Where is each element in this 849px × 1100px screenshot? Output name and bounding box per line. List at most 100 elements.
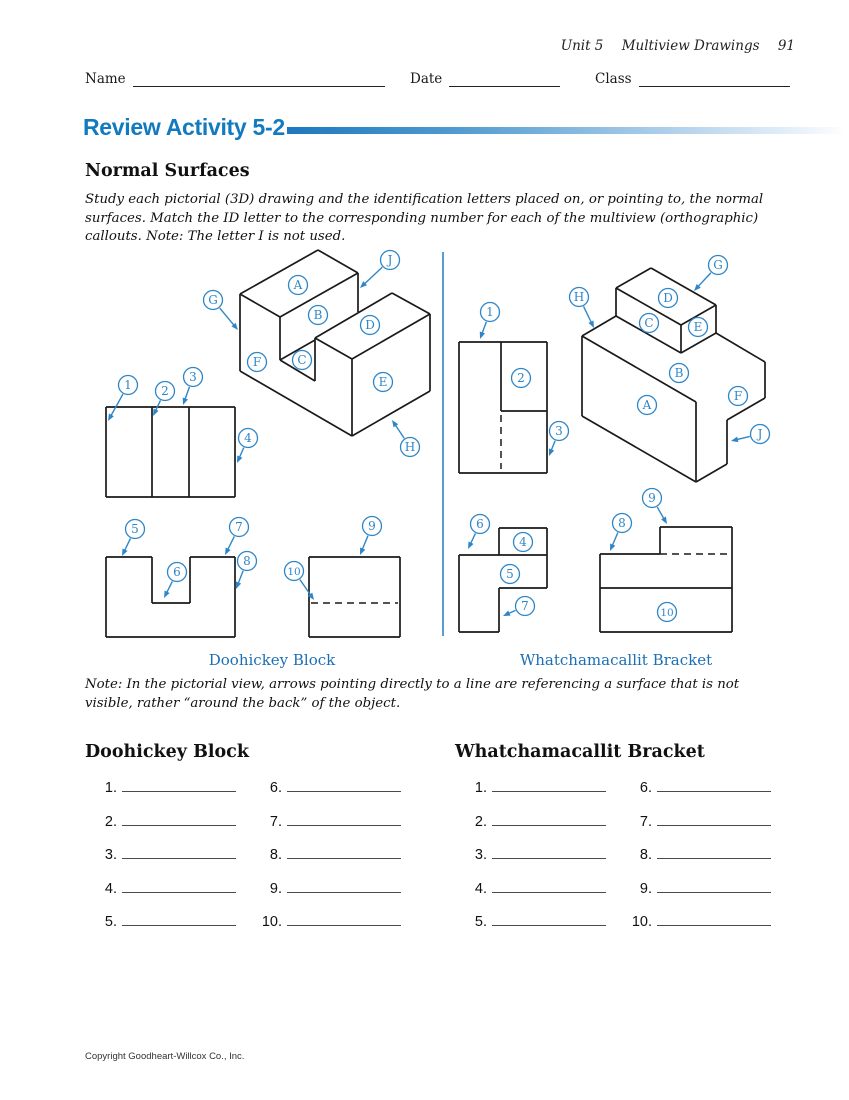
callout-label-10: 10 bbox=[660, 607, 673, 619]
callout-label-10: 10 bbox=[287, 566, 300, 578]
answer-blank-line bbox=[122, 776, 236, 792]
callout-label-A: A bbox=[642, 398, 652, 412]
note-text: Note: In the pictorial view, arrows poin… bbox=[85, 677, 740, 711]
callout-arrow bbox=[361, 535, 369, 551]
callout-label-5: 5 bbox=[506, 567, 514, 581]
figure-edge bbox=[314, 292, 393, 339]
callout-arrowhead bbox=[231, 322, 238, 330]
callout-arrowhead bbox=[164, 590, 170, 598]
answer-row: 1. bbox=[455, 776, 606, 796]
callout-arrowhead bbox=[307, 592, 314, 600]
answer-row: 7. bbox=[620, 810, 771, 830]
answer-row: 4. bbox=[85, 877, 236, 897]
answer-number: 6. bbox=[269, 780, 282, 796]
callout-circle-3 bbox=[182, 366, 204, 388]
answer-blank-line bbox=[122, 910, 236, 926]
callout-circle-1 bbox=[479, 301, 501, 323]
answer-number: 9. bbox=[639, 880, 652, 897]
figure-edge bbox=[581, 335, 697, 403]
figure-edge bbox=[650, 267, 717, 306]
answer-row: 3. bbox=[85, 843, 236, 863]
figure-edge bbox=[615, 315, 682, 354]
answer-number: 3. bbox=[474, 847, 487, 863]
callout-arrowhead bbox=[108, 413, 114, 421]
callout-label-D: D bbox=[365, 318, 375, 332]
callout-label-D: D bbox=[663, 291, 673, 305]
callout-arrow bbox=[363, 266, 383, 286]
callout-circle-6 bbox=[166, 561, 188, 583]
callout-arrowhead bbox=[153, 408, 159, 416]
callout-circle-C bbox=[291, 349, 313, 371]
figure-edge bbox=[239, 249, 319, 295]
date-label: Date bbox=[410, 71, 443, 87]
answer-row: 6. bbox=[250, 776, 401, 796]
callout-arrow bbox=[238, 447, 245, 459]
callout-label-9: 9 bbox=[368, 519, 376, 533]
answer-row: 10. bbox=[620, 910, 771, 930]
callout-label-3: 3 bbox=[189, 370, 197, 384]
callout-label-4: 4 bbox=[244, 431, 252, 445]
callout-circle-1 bbox=[117, 374, 139, 396]
answer-number: 10. bbox=[261, 914, 282, 930]
callout-arrow bbox=[123, 538, 132, 552]
callout-circle-7 bbox=[228, 516, 250, 538]
answer-row: 10. bbox=[250, 910, 401, 930]
callout-circle-J bbox=[379, 249, 401, 271]
answer-row: 2. bbox=[455, 810, 606, 830]
callout-label-6: 6 bbox=[173, 565, 181, 579]
callout-label-E: E bbox=[379, 375, 388, 389]
callout-arrow bbox=[226, 536, 235, 551]
answer-blank-line bbox=[492, 877, 606, 893]
callout-label-G: G bbox=[208, 293, 218, 307]
answer-blank-line bbox=[287, 910, 401, 926]
figure-edge bbox=[715, 332, 766, 363]
callout-label-7: 7 bbox=[235, 520, 243, 534]
callout-arrow bbox=[656, 506, 666, 521]
callout-circle-3 bbox=[548, 420, 570, 442]
answer-row: 8. bbox=[250, 843, 401, 863]
figure-edge bbox=[695, 463, 728, 483]
callout-label-B: B bbox=[675, 366, 684, 380]
callout-circle-6 bbox=[469, 513, 491, 535]
figure-edge bbox=[615, 287, 682, 326]
answer-number: 1. bbox=[474, 780, 487, 796]
callout-circle-9 bbox=[641, 487, 663, 509]
figure-edge bbox=[581, 415, 697, 483]
figure-edge bbox=[680, 304, 717, 326]
answer-number: 5. bbox=[104, 914, 117, 930]
callout-arrow bbox=[299, 579, 312, 597]
answer-number: 7. bbox=[269, 813, 282, 830]
figure-edge bbox=[351, 390, 431, 437]
callout-label-5: 5 bbox=[131, 522, 139, 536]
instructions-text: Study each pictorial (3D) drawing and th… bbox=[85, 192, 764, 244]
class-blank-line bbox=[638, 71, 790, 87]
callout-arrowhead bbox=[360, 281, 368, 288]
callout-arrow bbox=[481, 321, 488, 335]
answer-blank-line bbox=[492, 910, 606, 926]
answer-blank-line bbox=[657, 810, 771, 826]
callout-circle-F bbox=[246, 351, 268, 373]
callout-arrow bbox=[611, 532, 619, 547]
copyright-line: Copyright Goodheart-Willcox Co., Inc. bbox=[85, 1051, 245, 1062]
figure-edge bbox=[391, 292, 431, 315]
callout-label-J: J bbox=[756, 427, 763, 441]
callout-label-C: C bbox=[644, 316, 653, 330]
callout-label-8: 8 bbox=[618, 516, 626, 530]
callout-circle-J bbox=[749, 423, 771, 445]
callout-label-2: 2 bbox=[517, 371, 525, 385]
callout-arrowhead bbox=[237, 455, 243, 463]
figure-edge bbox=[279, 272, 359, 318]
figure-caption-doohickey: Doohickey Block bbox=[208, 651, 336, 669]
answer-blank-line bbox=[287, 843, 401, 859]
callout-circle-5 bbox=[499, 563, 521, 585]
callout-circle-9 bbox=[361, 515, 383, 537]
callout-circle-E bbox=[372, 371, 394, 393]
figure-edge bbox=[680, 332, 717, 354]
answer-number: 5. bbox=[474, 914, 487, 930]
answers-doohickey: Doohickey Block 1.2.3.4.5. 6.7.8.9.10. bbox=[85, 742, 455, 930]
answer-number: 1. bbox=[104, 780, 117, 796]
class-field: Class bbox=[595, 71, 790, 87]
page-number: 91 bbox=[777, 38, 795, 54]
answer-number: 3. bbox=[104, 847, 117, 863]
activity-title: Review Activity 5-2 bbox=[83, 114, 285, 140]
